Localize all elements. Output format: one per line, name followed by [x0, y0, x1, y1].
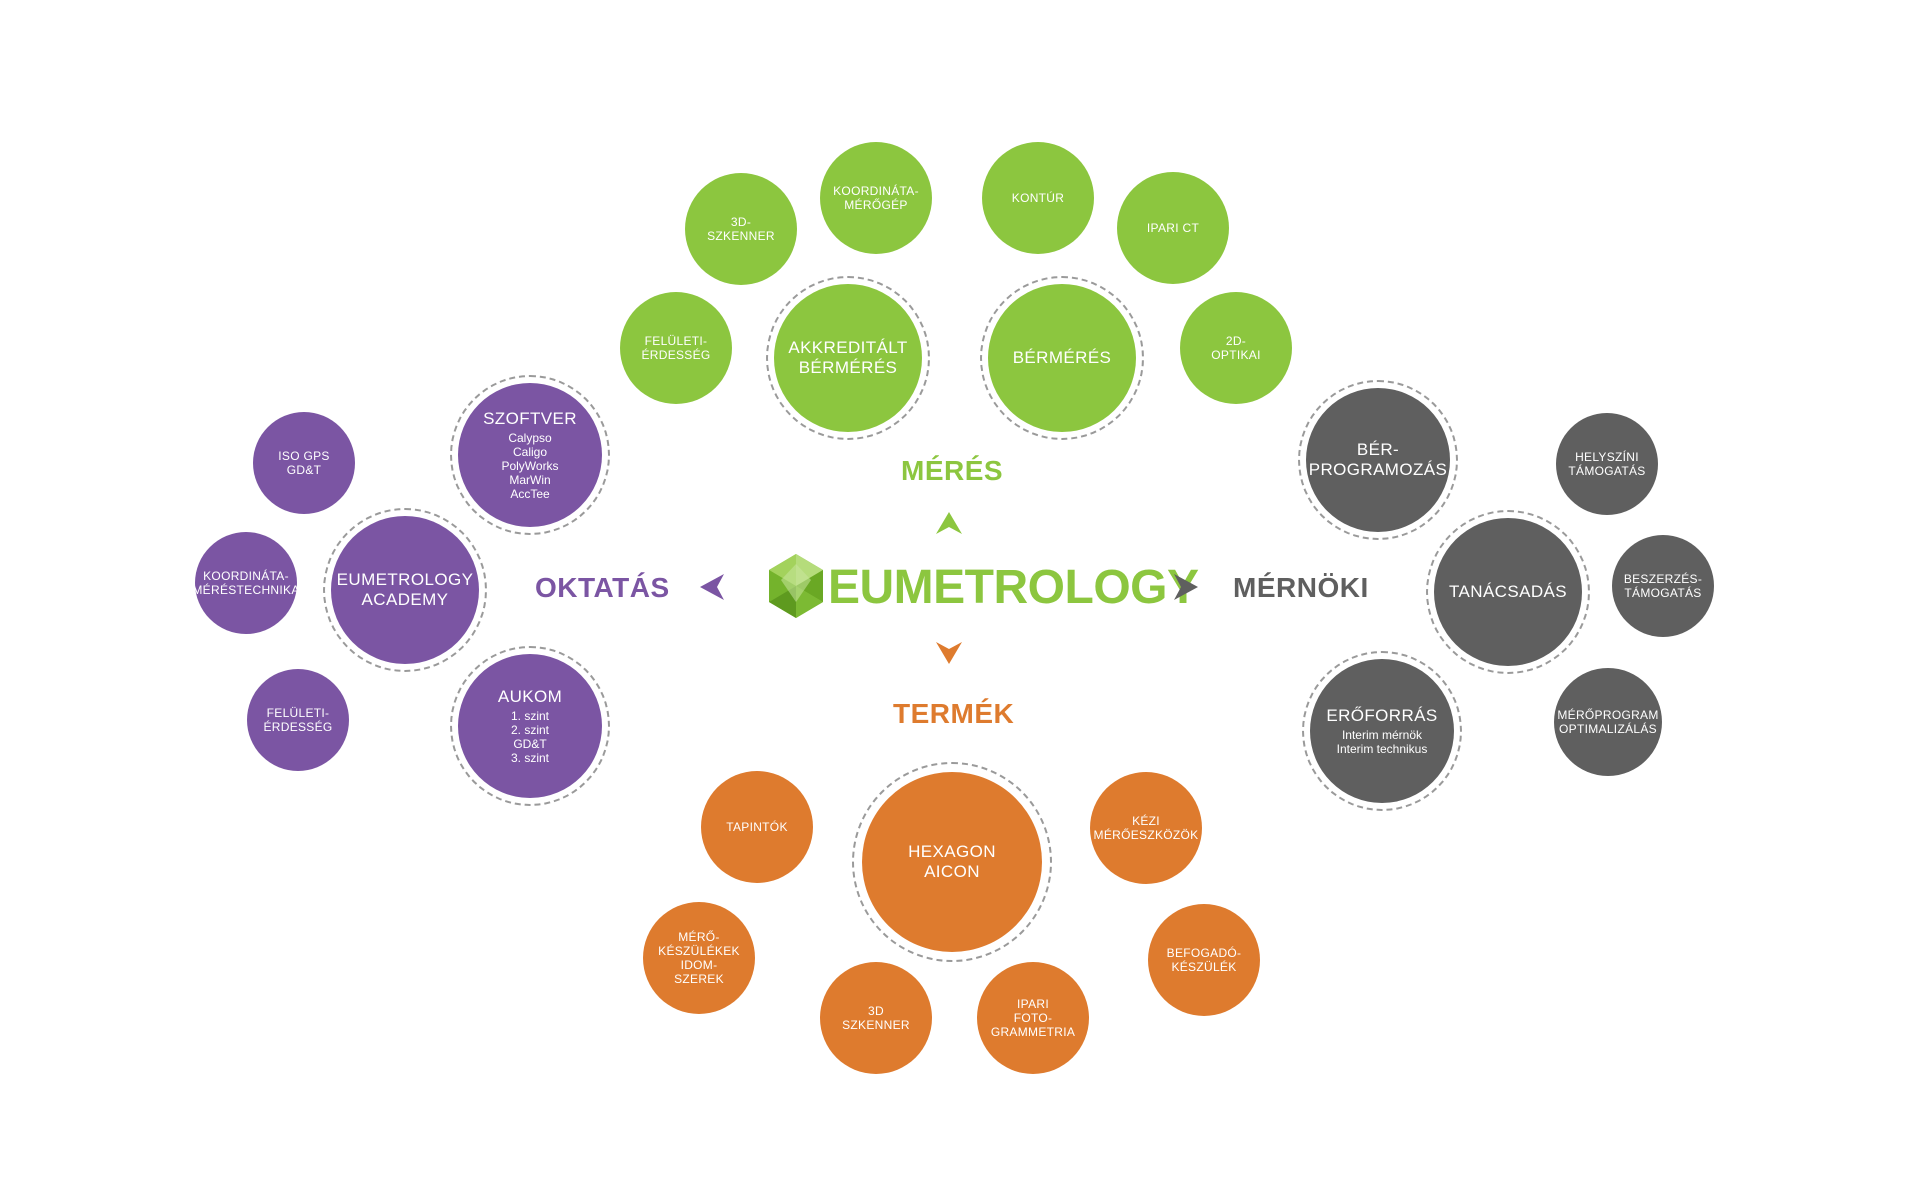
main-ring — [852, 762, 1052, 962]
oktatas-item: KOORDINÁTA- MÉRÉSTECHNIKA — [192, 532, 299, 634]
meres-item: KOORDINÁTA- MÉRŐGÉP — [820, 142, 932, 254]
arrow-up-icon — [936, 512, 962, 534]
bubble-label: IPARI FOTO- GRAMMETRIA — [990, 997, 1076, 1039]
bubble-label: AUKOM — [497, 687, 563, 706]
bubble-sublabel: Interim mérnök Interim technikus — [1336, 728, 1428, 756]
termek-item: MÉRŐ- KÉSZÜLÉKEK IDOM- SZEREK — [643, 902, 755, 1014]
meres-item: IPARI CT — [1117, 172, 1229, 284]
termek-item: 3D SZKENNER — [820, 962, 932, 1074]
termek-item: IPARI FOTO- GRAMMETRIA — [977, 962, 1089, 1074]
bubble-label: KONTÚR — [1011, 191, 1065, 205]
arrow-left-icon — [700, 574, 724, 600]
main-ring — [1298, 380, 1458, 540]
bubble-label: BEFOGADÓ- KÉSZÜLÉK — [1166, 946, 1242, 974]
mernoki-main-resource: ERŐFORRÁS Interim mérnök Interim technik… — [1310, 659, 1454, 803]
bubble-label: EUMETROLOGY ACADEMY — [336, 570, 474, 609]
oktatas-item: ISO GPS GD&T — [253, 412, 355, 514]
arrow-down-icon — [936, 642, 962, 664]
main-ring — [980, 276, 1144, 440]
bubble-label: BÉR- PROGRAMOZÁS — [1308, 440, 1448, 479]
bubble-label: BÉRMÉRÉS — [1012, 348, 1112, 367]
termek-main-hexagon: HEXAGON AICON — [862, 772, 1042, 952]
main-ring — [1426, 510, 1590, 674]
termek-item: KÉZI MÉRŐESZKÖZÖK — [1090, 772, 1202, 884]
oktatas-main-aukom: AUKOM 1. szint 2. szint GD&T 3. szint — [458, 654, 602, 798]
oktatas-main-software: SZOFTVER Calypso Caligo PolyWorks MarWin… — [458, 383, 602, 527]
termek-item: TAPINTÓK — [701, 771, 813, 883]
arrow-right-icon — [1174, 574, 1198, 600]
bubble-label: KOORDINÁTA- MÉRÉSTECHNIKA — [192, 569, 300, 597]
bubble-label: KOORDINÁTA- MÉRŐGÉP — [833, 184, 919, 212]
meres-item: 3D- SZKENNER — [685, 173, 797, 285]
meres-item: KONTÚR — [982, 142, 1094, 254]
bubble-label: MÉRŐ- KÉSZÜLÉKEK IDOM- SZEREK — [658, 930, 740, 986]
bubble-label: TAPINTÓK — [726, 820, 788, 834]
termek-item: BEFOGADÓ- KÉSZÜLÉK — [1148, 904, 1260, 1016]
bubble-label: AKKREDITÁLT BÉRMÉRÉS — [788, 338, 908, 377]
main-ring — [1302, 651, 1462, 811]
bubble-label: SZOFTVER — [483, 409, 577, 428]
mernoki-item: MÉRŐPROGRAM OPTIMALIZÁLÁS — [1554, 668, 1662, 776]
bubble-label: IPARI CT — [1146, 221, 1200, 235]
mernoki-main-programming: BÉR- PROGRAMOZÁS — [1306, 388, 1450, 532]
category-mernoki: MÉRNÖKI — [1233, 572, 1369, 603]
mernoki-item: HELYSZÍNI TÁMOGATÁS — [1556, 413, 1658, 515]
main-ring — [766, 276, 930, 440]
meres-main-accredited: AKKREDITÁLT BÉRMÉRÉS — [774, 284, 922, 432]
main-ring — [323, 508, 487, 672]
mernoki-main-consulting: TANÁCSADÁS — [1434, 518, 1582, 666]
bubble-label: HEXAGON AICON — [908, 842, 996, 881]
bubble-label: TANÁCSADÁS — [1449, 582, 1567, 601]
main-ring — [450, 375, 610, 535]
bubble-label: ISO GPS GD&T — [278, 449, 330, 477]
meres-item: 2D- OPTIKAI — [1180, 292, 1292, 404]
bubble-sublabel: 1. szint 2. szint GD&T 3. szint — [510, 709, 549, 765]
mernoki-item: BESZERZÉS- TÁMOGATÁS — [1612, 535, 1714, 637]
category-termek: TERMÉK — [893, 698, 1015, 729]
oktatas-main-academy: EUMETROLOGY ACADEMY — [331, 516, 479, 664]
brand-name: EUMETROLOGY — [828, 561, 1199, 614]
meres-item: FELÜLETI- ÉRDESSÉG — [620, 292, 732, 404]
category-meres: MÉRÉS — [901, 455, 1004, 486]
category-oktatas: OKTATÁS — [535, 572, 670, 603]
oktatas-item: FELÜLETI- ÉRDESSÉG — [247, 669, 349, 771]
bubble-label: HELYSZÍNI TÁMOGATÁS — [1568, 450, 1646, 478]
bubble-label: FELÜLETI- ÉRDESSÉG — [263, 706, 333, 734]
eumetrology-logo-icon — [769, 554, 823, 618]
meres-main-rental: BÉRMÉRÉS — [988, 284, 1136, 432]
bubble-label: 3D SZKENNER — [842, 1004, 910, 1032]
main-ring — [450, 646, 610, 806]
bubble-label: 2D- OPTIKAI — [1211, 334, 1261, 362]
bubble-sublabel: Calypso Caligo PolyWorks MarWin AccTee — [501, 431, 559, 501]
bubble-label: ERŐFORRÁS — [1326, 706, 1438, 725]
bubble-label: BESZERZÉS- TÁMOGATÁS — [1623, 572, 1703, 600]
bubble-label: 3D- SZKENNER — [707, 215, 775, 243]
bubble-label: KÉZI MÉRŐESZKÖZÖK — [1093, 814, 1199, 842]
bubble-label: FELÜLETI- ÉRDESSÉG — [641, 334, 711, 362]
bubble-label: MÉRŐPROGRAM OPTIMALIZÁLÁS — [1557, 708, 1659, 736]
